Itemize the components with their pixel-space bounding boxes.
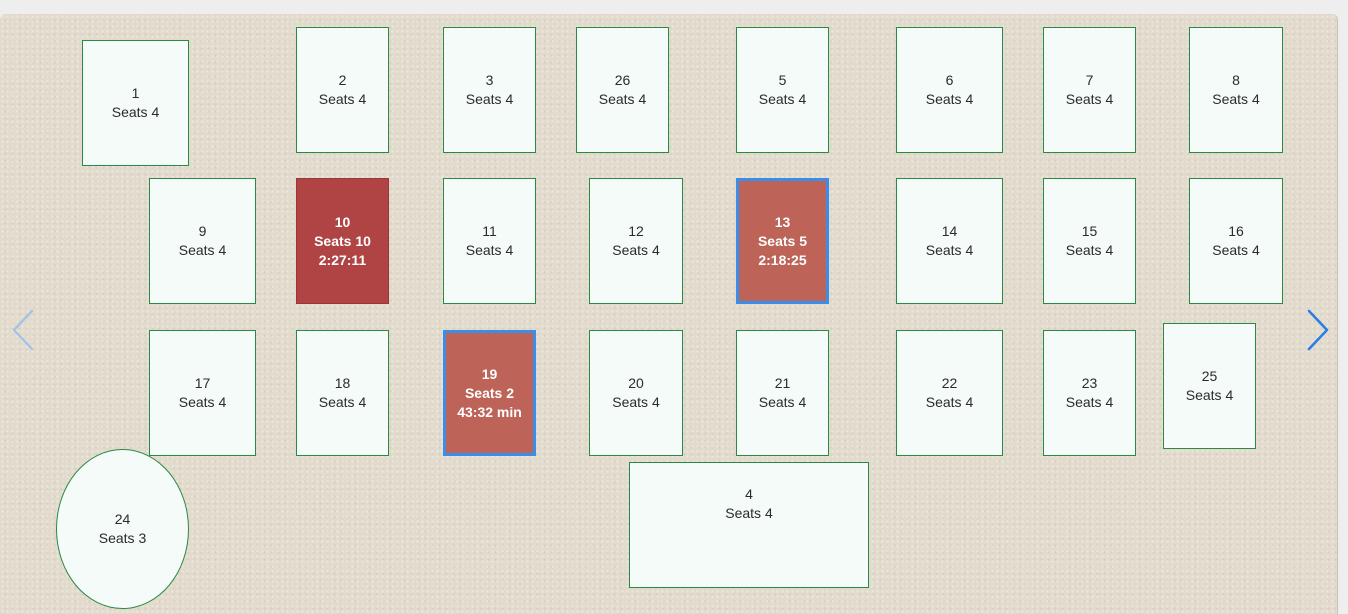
table-2[interactable]: 2 Seats 4	[296, 27, 389, 153]
chevron-left-icon	[12, 309, 34, 351]
table-20[interactable]: 20 Seats 4	[589, 330, 683, 456]
table-seats: Seats 4	[465, 91, 514, 107]
table-number: 25	[1201, 368, 1218, 384]
table-22[interactable]: 22 Seats 4	[896, 330, 1003, 456]
table-number: 14	[941, 223, 958, 239]
table-13[interactable]: 13 Seats 5 2:18:25	[736, 178, 829, 304]
table-timer: 2:18:25	[758, 251, 807, 268]
table-seats: Seats 4	[1212, 242, 1260, 258]
table-16[interactable]: 16 Seats 4	[1189, 178, 1283, 304]
table-seats: Seats 4	[178, 394, 227, 410]
table-number: 17	[194, 375, 211, 391]
table-seats: Seats 2	[464, 384, 515, 401]
table-number: 13	[774, 213, 791, 230]
table-17[interactable]: 17 Seats 4	[149, 330, 256, 456]
table-1[interactable]: 1 Seats 4	[82, 40, 189, 166]
table-seats: Seats 4	[612, 242, 660, 258]
table-number: 9	[198, 223, 207, 239]
table-25[interactable]: 25 Seats 4	[1163, 323, 1256, 449]
table-6[interactable]: 6 Seats 4	[896, 27, 1003, 153]
table-seats: Seats 5	[757, 232, 808, 249]
table-19[interactable]: 19 Seats 2 43:32 min	[443, 330, 536, 456]
prev-page-button[interactable]	[6, 305, 40, 355]
table-21[interactable]: 21 Seats 4	[736, 330, 829, 456]
table-seats: Seats 4	[318, 394, 367, 410]
table-number: 19	[481, 365, 498, 382]
table-seats: Seats 4	[758, 394, 807, 410]
table-seats: Seats 4	[1185, 387, 1234, 403]
table-number: 6	[945, 72, 954, 88]
table-seats: Seats 4	[598, 91, 647, 107]
table-24[interactable]: 24 Seats 3	[56, 449, 189, 609]
table-3[interactable]: 3 Seats 4	[443, 27, 536, 153]
table-number: 26	[614, 72, 631, 88]
table-number: 10	[334, 213, 351, 230]
table-seats: Seats 4	[758, 91, 807, 107]
table-number: 8	[1232, 72, 1240, 88]
table-number: 23	[1081, 375, 1098, 391]
table-26[interactable]: 26 Seats 4	[576, 27, 669, 153]
chevron-right-icon	[1307, 309, 1329, 351]
table-seats: Seats 10	[314, 232, 371, 249]
table-12[interactable]: 12 Seats 4	[589, 178, 683, 304]
table-number: 22	[941, 375, 958, 391]
table-18[interactable]: 18 Seats 4	[296, 330, 389, 456]
table-seats: Seats 4	[111, 104, 160, 120]
table-timer: 2:27:11	[318, 251, 367, 268]
table-seats: Seats 4	[318, 91, 367, 107]
floor-plan: 1 Seats 4 2 Seats 4 3 Seats 4 26 Seats 4…	[0, 14, 1338, 614]
table-8[interactable]: 8 Seats 4	[1189, 27, 1283, 153]
table-number: 7	[1085, 72, 1094, 88]
table-9[interactable]: 9 Seats 4	[149, 178, 256, 304]
table-number: 24	[114, 511, 131, 527]
table-seats: Seats 4	[925, 394, 974, 410]
next-page-button[interactable]	[1303, 305, 1337, 355]
table-23[interactable]: 23 Seats 4	[1043, 330, 1136, 456]
table-number: 3	[485, 72, 494, 88]
table-15[interactable]: 15 Seats 4	[1043, 178, 1136, 304]
table-seats: Seats 4	[925, 91, 974, 107]
table-number: 1	[131, 85, 140, 101]
table-number: 20	[628, 375, 644, 391]
table-seats: Seats 4	[465, 242, 514, 258]
table-4[interactable]: 4 Seats 4	[629, 462, 869, 588]
table-5[interactable]: 5 Seats 4	[736, 27, 829, 153]
table-10[interactable]: 10 Seats 10 2:27:11	[296, 178, 389, 304]
table-seats: Seats 4	[612, 394, 660, 410]
table-number: 21	[774, 375, 791, 391]
table-number: 5	[778, 72, 787, 88]
table-number: 18	[334, 375, 351, 391]
table-seats: Seats 4	[178, 242, 227, 258]
table-number: 2	[338, 72, 347, 88]
table-number: 16	[1228, 223, 1244, 239]
table-number: 11	[482, 223, 497, 239]
table-seats: Seats 4	[1065, 91, 1114, 107]
table-number: 15	[1081, 223, 1098, 239]
table-14[interactable]: 14 Seats 4	[896, 178, 1003, 304]
table-number: 4	[745, 486, 753, 502]
table-seats: Seats 3	[98, 530, 147, 546]
table-timer: 43:32 min	[457, 403, 522, 420]
table-11[interactable]: 11 Seats 4	[443, 178, 536, 304]
table-seats: Seats 4	[925, 242, 974, 258]
table-seats: Seats 4	[725, 505, 773, 521]
table-seats: Seats 4	[1065, 242, 1114, 258]
table-number: 12	[628, 223, 644, 239]
table-seats: Seats 4	[1212, 91, 1260, 107]
table-7[interactable]: 7 Seats 4	[1043, 27, 1136, 153]
table-seats: Seats 4	[1065, 394, 1114, 410]
